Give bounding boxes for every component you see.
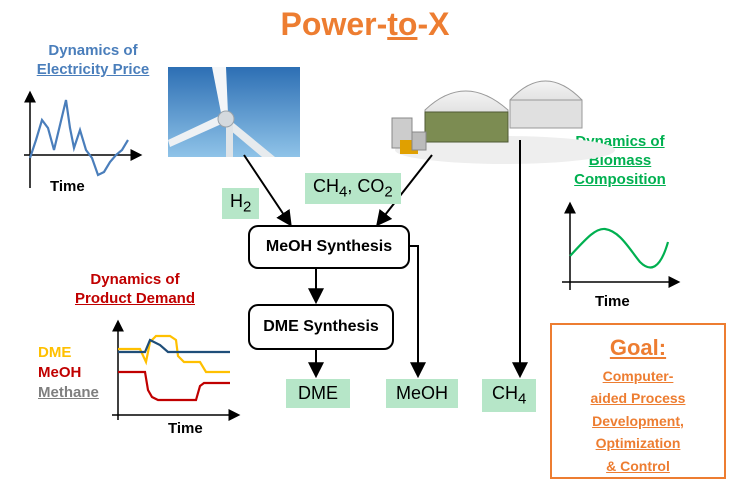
goal-line3: Development, [592,412,684,429]
ch4-product-box: CH4 [482,379,537,412]
wind-turbine-image [168,67,300,157]
demand-time-label: Time [168,420,203,437]
legend-dme: DME [38,344,72,361]
meoh-product-box: MeOH [386,379,459,408]
ch4-sub: 4 [339,183,348,201]
dme-product-label: DME [298,383,338,403]
co2-sub: 2 [384,183,393,201]
goal-box: Goal: Computer- aided Process Developmen… [550,323,726,479]
demand-dme-line [118,334,230,374]
biomass-label-line3: Composition [574,170,666,188]
electricity-price-line [28,99,129,177]
goal-text: Computer- aided Process Development, Opt… [552,365,724,477]
goal-line2b: Process [630,390,686,407]
h2-text: H [230,191,243,211]
goal-line5: & Control [606,457,670,474]
title-part-2: to [387,6,418,42]
meoh-synthesis-label: MeOH Synthesis [265,238,393,255]
legend-meoh: MeOH [38,364,82,381]
demand-label-line2: Product Demand [74,289,195,307]
biogas-plant-image [391,80,615,164]
ch4-product-sub: 4 [518,390,527,408]
ch4-text: CH [313,176,339,196]
flow-arrows [243,140,528,379]
legend-methane: Methane [38,384,99,401]
electricity-price-label: Dynamics of Electricity Price [18,42,168,80]
meoh-synthesis-box: MeOH Synthesis [248,225,410,269]
arrow-meoh-synthesis-to-meoh [408,245,426,379]
goal-line2a: aided [590,390,631,407]
meoh-product-label: MeOH [396,383,449,403]
h2-sub: 2 [243,198,252,216]
ch4-co2-box: CH4, CO2 [305,173,401,204]
arrow-turbine-to-meoh [243,154,292,227]
dme-synthesis-box: DME Synthesis [248,304,394,350]
electricity-time-label: Time [50,178,85,195]
product-demand-chart [112,319,241,421]
title-part-3: -X [417,6,450,42]
demand-label-line1: Dynamics of [90,271,180,288]
dme-synthesis-label: DME Synthesis [263,318,379,335]
demand-legend: DME MeOH Methane [38,343,99,403]
page-title: Power-to-X [0,6,730,43]
electricity-label-line2: Electricity Price [36,60,150,78]
arrow-plant-to-meoh [376,154,433,227]
goal-title: Goal: [609,335,667,360]
demand-meoh-line [118,370,230,402]
h2-box: H2 [222,188,260,219]
goal-line4: Optimization [595,435,681,452]
biomass-time-label: Time [595,293,630,310]
electricity-price-chart [24,90,143,188]
title-part-1: Power- [280,6,388,42]
co2-text: , CO [347,176,385,196]
dme-product-box: DME [286,379,350,408]
biomass-composition-line [569,227,670,269]
electricity-label-line1: Dynamics of [48,42,138,59]
demand-methane-line [118,338,230,354]
biomass-chart [562,201,681,290]
ch4-product-text: CH [492,383,518,403]
goal-line1: Computer- [602,368,674,384]
product-demand-label: Dynamics of Product Demand [55,271,215,309]
